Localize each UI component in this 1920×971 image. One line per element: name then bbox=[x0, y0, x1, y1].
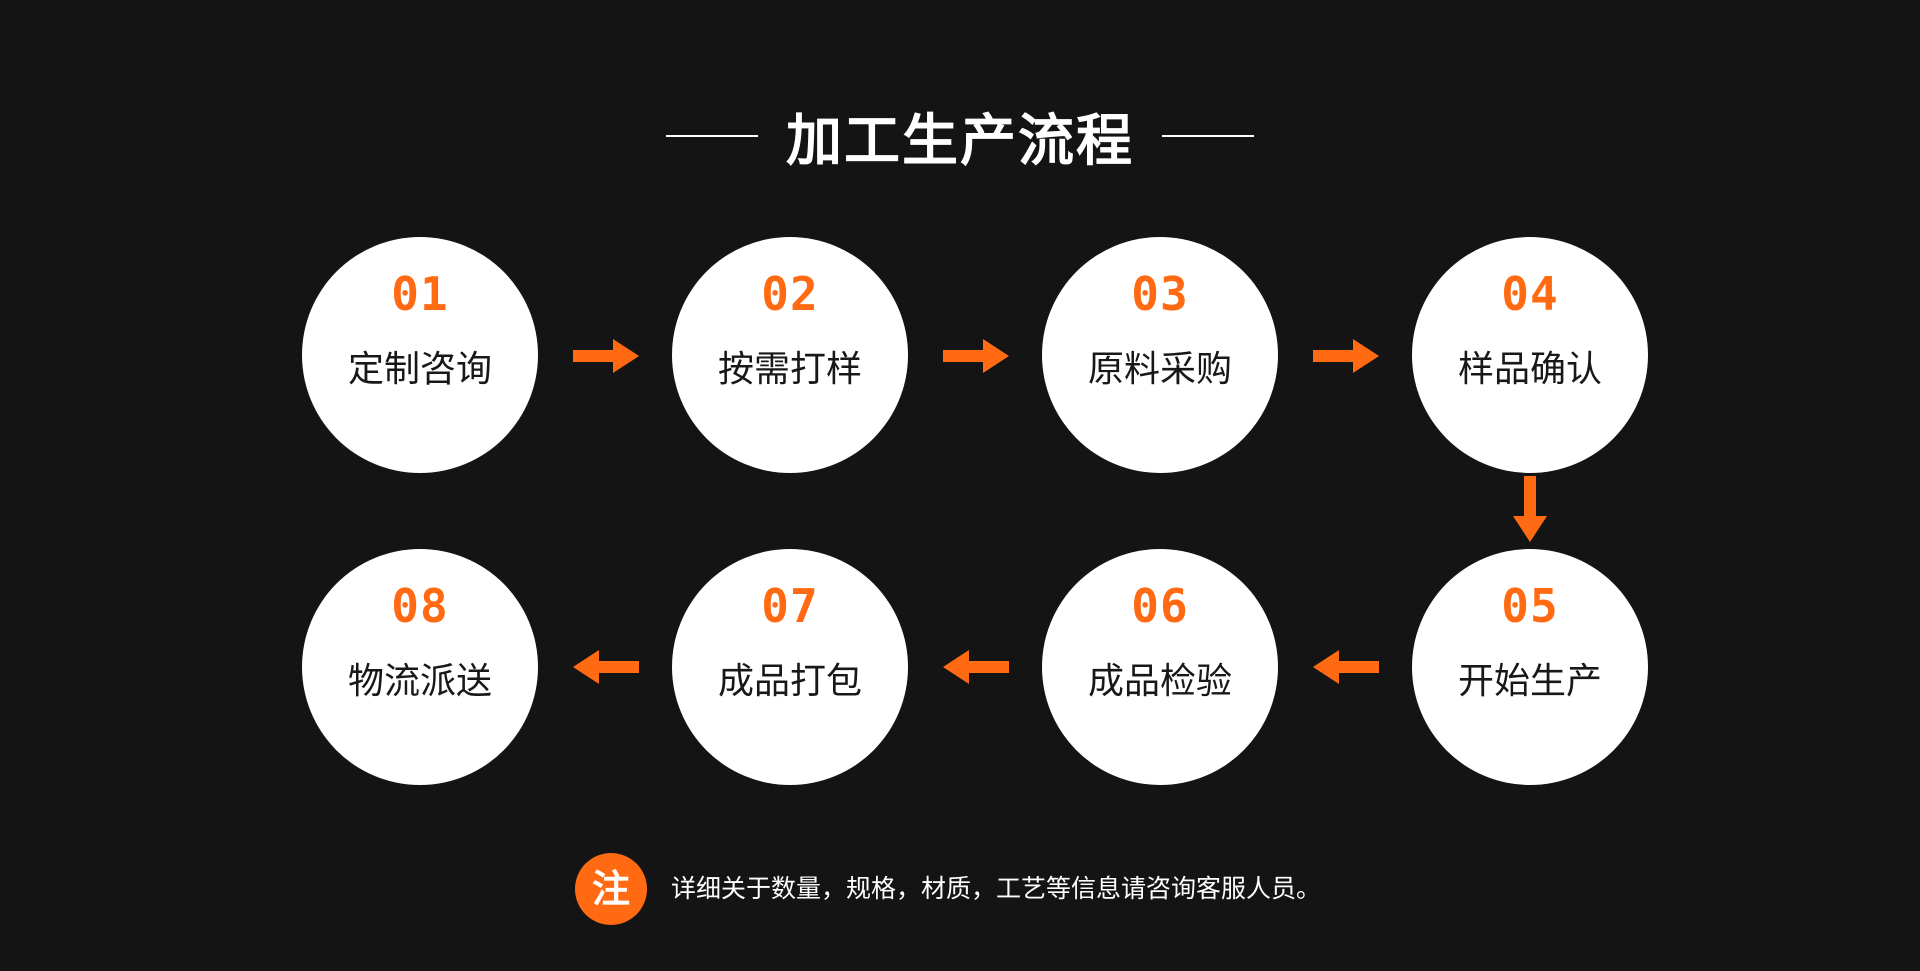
arrow-right-icon bbox=[1313, 339, 1379, 373]
step-02: 02 按需打样 bbox=[672, 237, 908, 473]
step-04: 04 样品确认 bbox=[1412, 237, 1648, 473]
step-number: 02 bbox=[761, 267, 819, 321]
step-number: 06 bbox=[1131, 579, 1189, 633]
footer-note: 注 详细关于数量，规格，材质，工艺等信息请咨询客服人员。 bbox=[575, 853, 1321, 925]
step-label: 按需打样 bbox=[717, 349, 862, 390]
arrow-right-icon bbox=[573, 339, 639, 373]
step-number: 07 bbox=[761, 579, 819, 633]
step-number: 04 bbox=[1501, 267, 1559, 321]
arrow-right-icon bbox=[943, 339, 1009, 373]
arrow-left-icon bbox=[573, 650, 639, 684]
title-right-divider bbox=[1162, 135, 1254, 137]
note-text: 详细关于数量，规格，材质，工艺等信息请咨询客服人员。 bbox=[671, 874, 1322, 903]
step-label: 定制咨询 bbox=[347, 349, 492, 390]
page-title-area: 加工生产流程 bbox=[0, 96, 1920, 176]
title-left-divider bbox=[666, 135, 758, 137]
step-08: 08 物流派送 bbox=[302, 549, 538, 785]
step-label: 样品确认 bbox=[1457, 349, 1602, 390]
step-05: 05 开始生产 bbox=[1412, 549, 1648, 785]
step-07: 07 成品打包 bbox=[672, 549, 908, 785]
step-label: 物流派送 bbox=[347, 661, 492, 702]
page-title: 加工生产流程 bbox=[786, 108, 1134, 174]
step-number: 05 bbox=[1501, 579, 1559, 633]
step-label: 原料采购 bbox=[1087, 349, 1232, 390]
step-01: 01 定制咨询 bbox=[302, 237, 538, 473]
arrow-left-icon bbox=[943, 650, 1009, 684]
note-badge: 注 bbox=[575, 853, 647, 925]
step-label: 开始生产 bbox=[1457, 661, 1602, 702]
step-06: 06 成品检验 bbox=[1042, 549, 1278, 785]
arrow-down-icon bbox=[1513, 476, 1547, 542]
step-label: 成品打包 bbox=[717, 661, 862, 702]
step-number: 08 bbox=[391, 579, 449, 633]
step-number: 01 bbox=[391, 267, 449, 321]
step-number: 03 bbox=[1131, 267, 1189, 321]
arrow-left-icon bbox=[1313, 650, 1379, 684]
step-label: 成品检验 bbox=[1087, 661, 1232, 702]
step-03: 03 原料采购 bbox=[1042, 237, 1278, 473]
